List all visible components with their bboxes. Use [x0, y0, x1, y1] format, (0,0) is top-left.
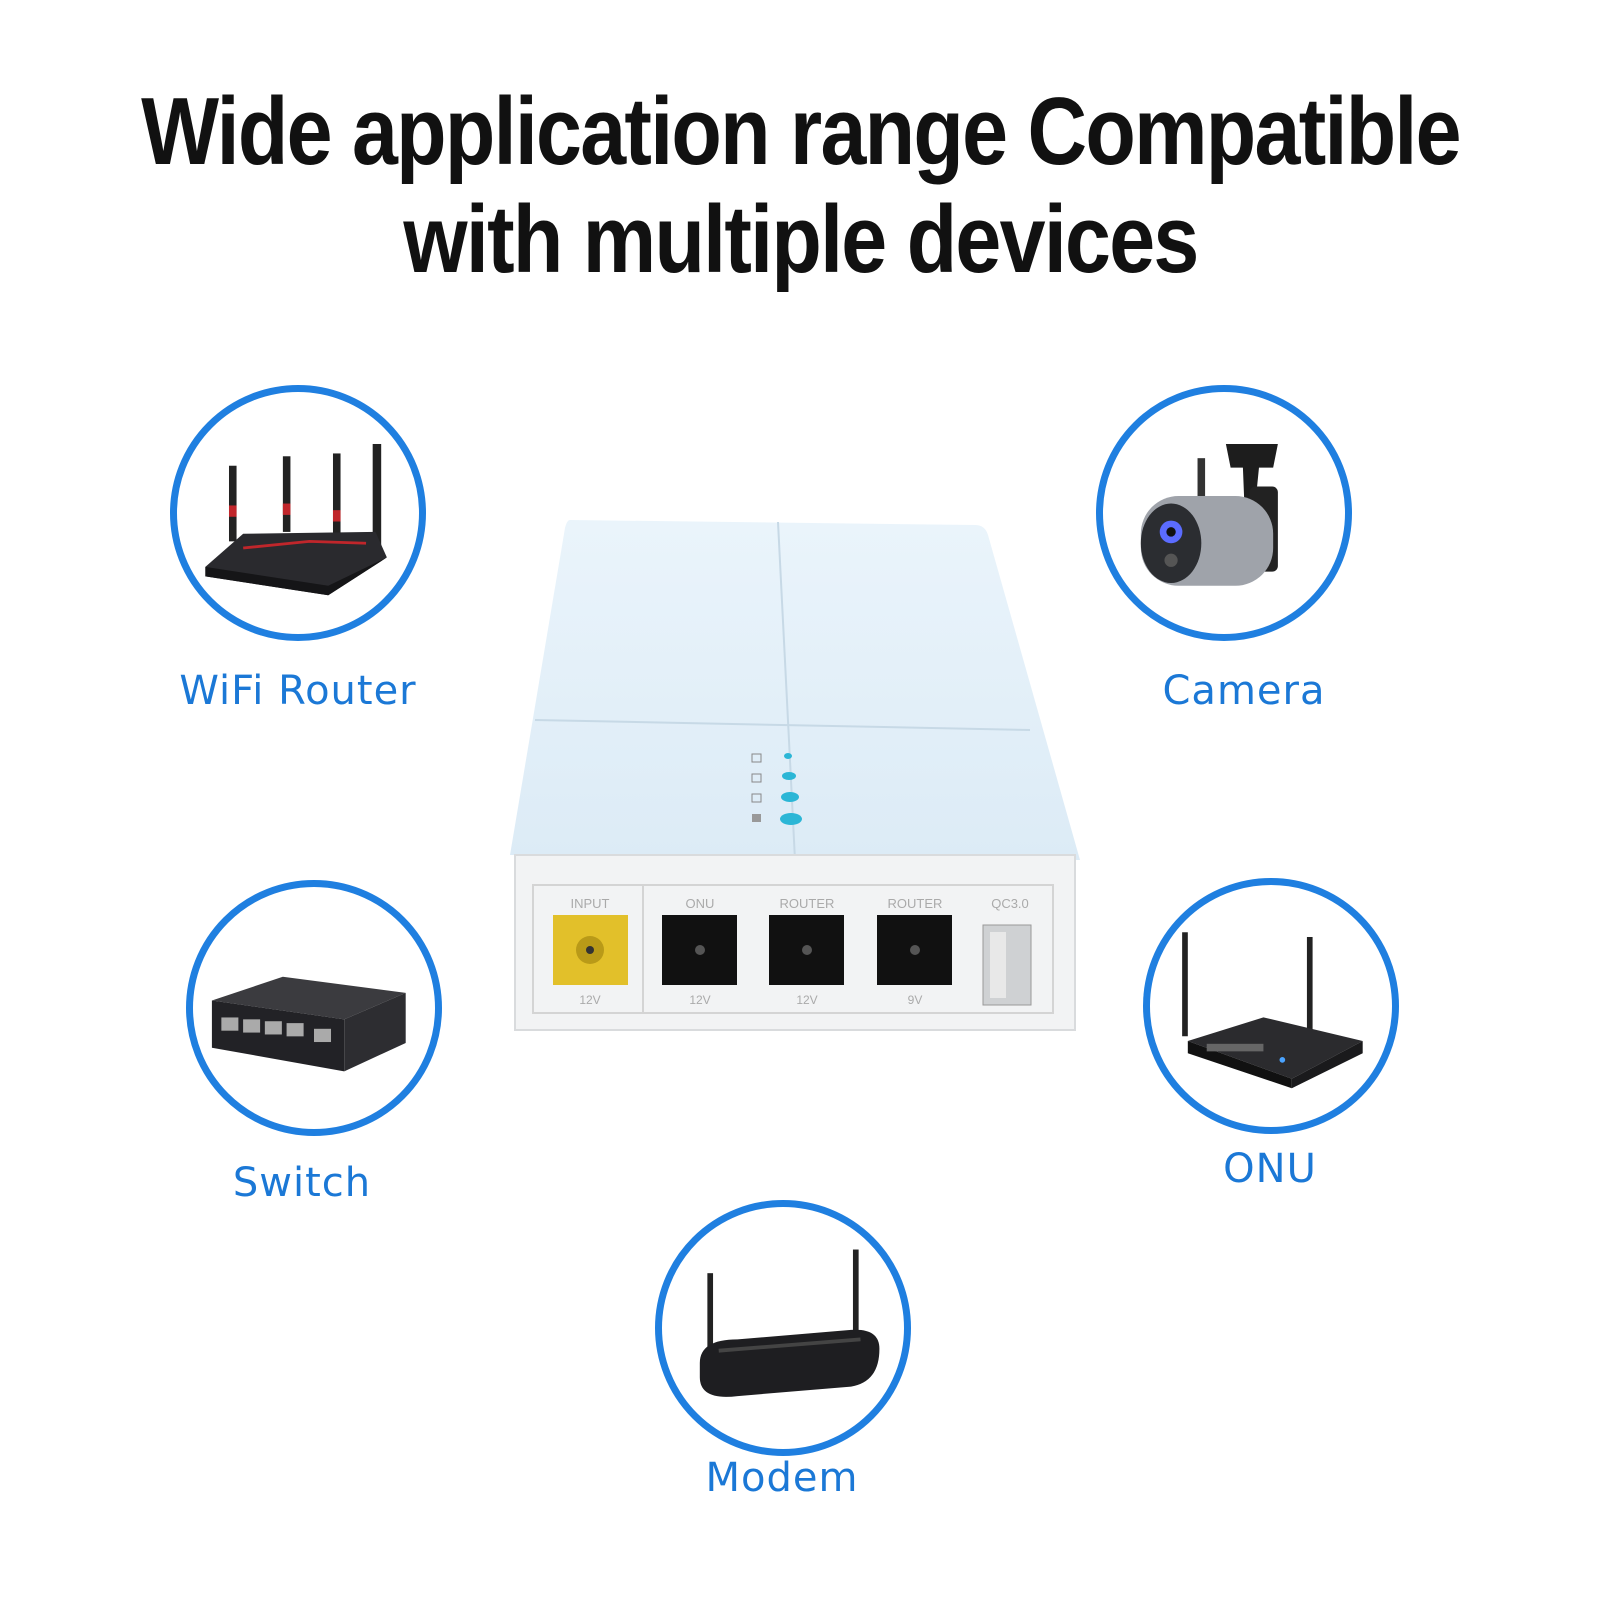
onu-icon — [1182, 932, 1363, 1089]
onu-ring — [1143, 878, 1399, 1134]
port-onu-bottom: 12V — [689, 993, 710, 1007]
port-router-9v-bottom: 9V — [908, 993, 923, 1007]
headline-line-1: Wide application range Compatible — [141, 78, 1461, 185]
port-input-bottom: 12V — [579, 993, 600, 1007]
modem-label: Modem — [705, 1455, 859, 1501]
mini-ups-illustration: INPUT 12V ONU 12V ROUTER 12V ROUTER 9V Q… — [510, 520, 1080, 1031]
modem-icon — [699, 1249, 880, 1397]
headline-line-2: with multiple devices — [403, 186, 1199, 293]
modem-ring — [655, 1200, 911, 1456]
port-router-12v-top: ROUTER — [780, 896, 835, 911]
headline: Wide application range Compatible with m… — [112, 78, 1489, 294]
port-router-12v-bottom: 12V — [796, 993, 817, 1007]
wifi-router-label: WiFi Router — [179, 668, 417, 714]
led-indicators — [751, 753, 802, 825]
camera-icon — [1140, 443, 1278, 586]
switch-icon — [211, 976, 406, 1072]
switch-label: Switch — [232, 1160, 372, 1206]
port-qc-top: QC3.0 — [991, 896, 1029, 911]
switch-ring — [186, 880, 442, 1136]
wifi-router-ring — [170, 385, 426, 641]
camera-label: Camera — [1162, 668, 1326, 714]
mini-ups-product: INPUT 12V ONU 12V ROUTER 12V ROUTER 9V Q… — [505, 520, 1105, 1040]
port-onu-top: ONU — [686, 896, 715, 911]
port-input-top: INPUT — [571, 896, 610, 911]
wifi-router-icon — [205, 443, 387, 596]
port-router-9v-top: ROUTER — [888, 896, 943, 911]
onu-label: ONU — [1223, 1146, 1317, 1192]
camera-ring — [1096, 385, 1352, 641]
